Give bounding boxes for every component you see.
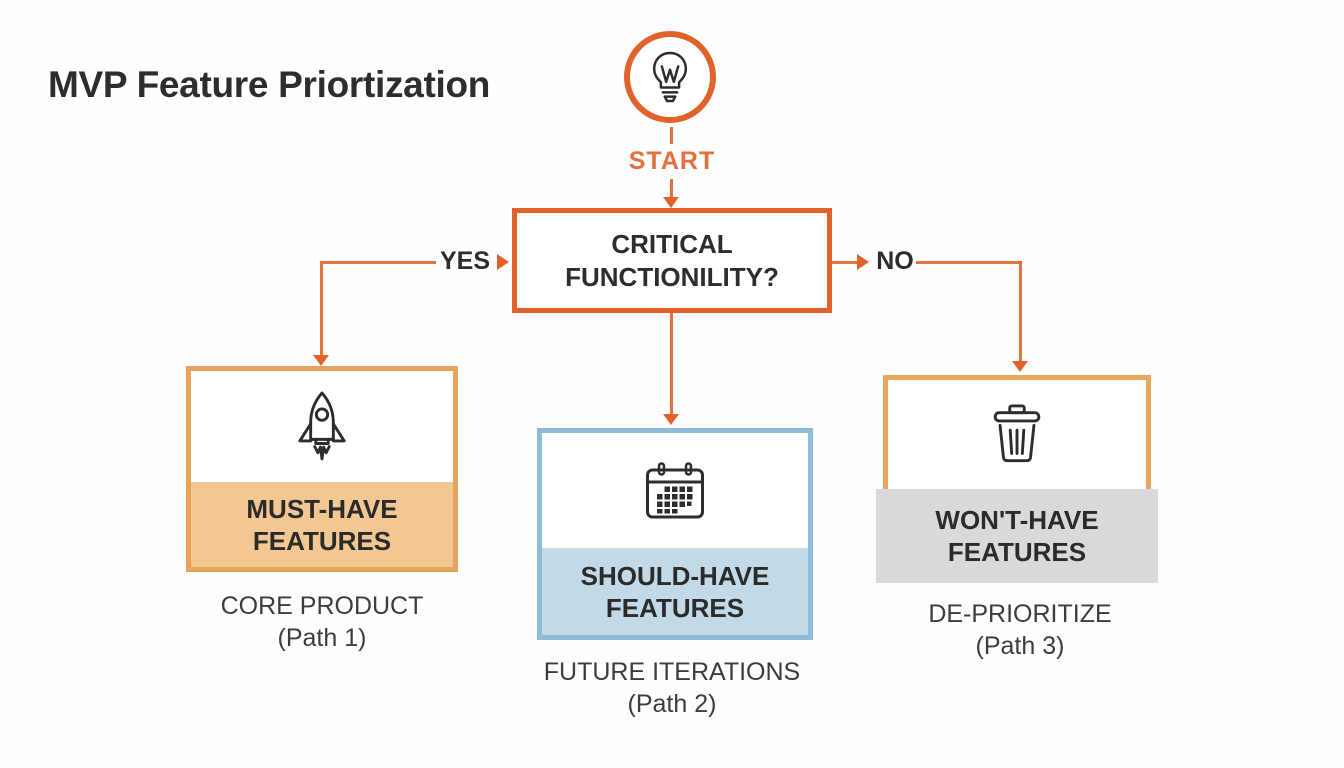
yes-connector-vertical — [320, 261, 323, 356]
decision-label-line1: CRITICAL — [611, 228, 733, 259]
wont-have-label-line2: FEATURES — [947, 537, 1087, 567]
no-connector-line2 — [916, 261, 1022, 264]
yes-down-arrowhead-icon — [313, 355, 329, 366]
must-have-caption-line1: CORE PRODUCT — [220, 592, 424, 620]
should-have-card: SHOULD-HAVE FEATURES — [537, 428, 813, 640]
trash-icon — [989, 403, 1045, 466]
must-have-label-line1: MUST-HAVE — [246, 493, 398, 524]
no-connector-line — [832, 261, 857, 264]
yes-label: YES — [439, 247, 491, 275]
wont-have-caption-line2: (Path 3) — [975, 632, 1065, 660]
rocket-icon — [289, 388, 355, 466]
start-node — [624, 31, 716, 123]
should-have-label-line2: FEATURES — [605, 592, 745, 623]
decision-label-line2: FUNCTIONILITY? — [565, 261, 779, 292]
calendar-icon — [643, 461, 707, 521]
yes-arrowhead-icon — [497, 254, 509, 270]
must-have-card: MUST-HAVE FEATURES — [186, 366, 458, 572]
wont-have-caption: DE-PRIORITIZE (Path 3) — [880, 598, 1160, 662]
wont-have-card: WON'T-HAVE FEATURES — [876, 375, 1158, 583]
page-title: MVP Feature Priortization — [48, 64, 491, 105]
must-have-caption-line2: (Path 1) — [277, 624, 367, 652]
start-arrowhead-icon — [663, 197, 679, 208]
wont-have-caption-line1: DE-PRIORITIZE — [928, 600, 1112, 628]
must-have-label-line2: FEATURES — [252, 525, 392, 556]
should-have-caption-line1: FUTURE ITERATIONS — [543, 658, 801, 686]
wont-have-icon-area — [883, 375, 1151, 489]
yes-connector-line — [322, 261, 436, 264]
should-have-caption: FUTURE ITERATIONS (Path 2) — [532, 656, 812, 720]
middle-arrowhead-icon — [663, 414, 679, 425]
no-label: NO — [876, 247, 914, 275]
should-have-caption-line2: (Path 2) — [627, 690, 717, 718]
wont-have-label: WON'T-HAVE FEATURES — [876, 489, 1158, 583]
wont-have-label-line1: WON'T-HAVE — [935, 505, 1099, 535]
middle-connector-vertical — [670, 313, 673, 415]
lightbulb-icon — [647, 50, 693, 104]
no-arrowhead-icon — [857, 254, 869, 270]
start-connector-stem — [670, 127, 673, 144]
start-arrow-line — [670, 179, 673, 199]
start-label: START — [628, 147, 716, 175]
must-have-caption: CORE PRODUCT (Path 1) — [182, 590, 462, 654]
must-have-label: MUST-HAVE FEATURES — [191, 482, 453, 567]
should-have-label-line1: SHOULD-HAVE — [580, 560, 770, 591]
should-have-icon-area — [542, 433, 808, 548]
decision-box-critical-functionality: CRITICAL FUNCTIONILITY? — [512, 208, 832, 313]
no-connector-vertical — [1019, 261, 1022, 362]
should-have-label: SHOULD-HAVE FEATURES — [542, 548, 808, 635]
must-have-icon-area — [191, 371, 453, 482]
no-down-arrowhead-icon — [1012, 361, 1028, 372]
